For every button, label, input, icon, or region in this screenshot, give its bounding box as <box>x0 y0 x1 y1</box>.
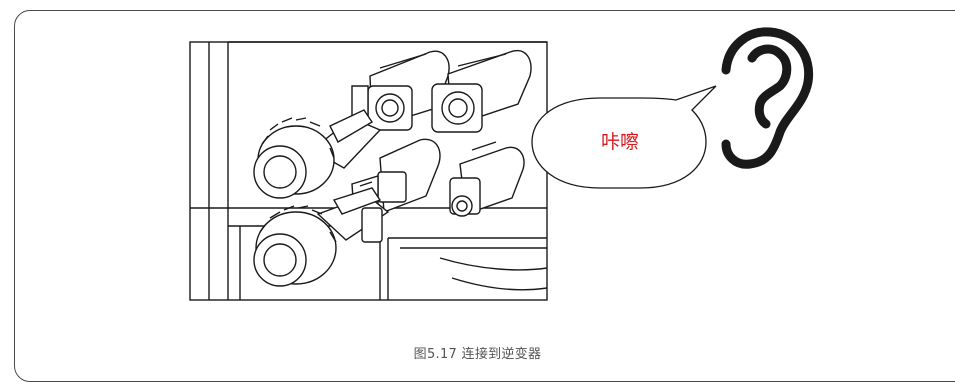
click-sound-label: 咔嚓 <box>600 131 639 153</box>
ear-icon <box>721 27 814 169</box>
connectors <box>253 49 532 287</box>
socket-connector-top-right <box>431 49 532 133</box>
plug-connector-middle <box>351 138 441 215</box>
figure-caption: 图5.17 连接到逆变器 <box>413 347 542 362</box>
connector-illustration <box>189 27 814 301</box>
plug-connector-lower <box>253 187 390 287</box>
socket-connector-lower-right <box>449 141 525 217</box>
socket-connector-top-left <box>351 50 450 131</box>
plug-connector-upper <box>253 109 382 199</box>
speech-bubble <box>531 85 717 189</box>
